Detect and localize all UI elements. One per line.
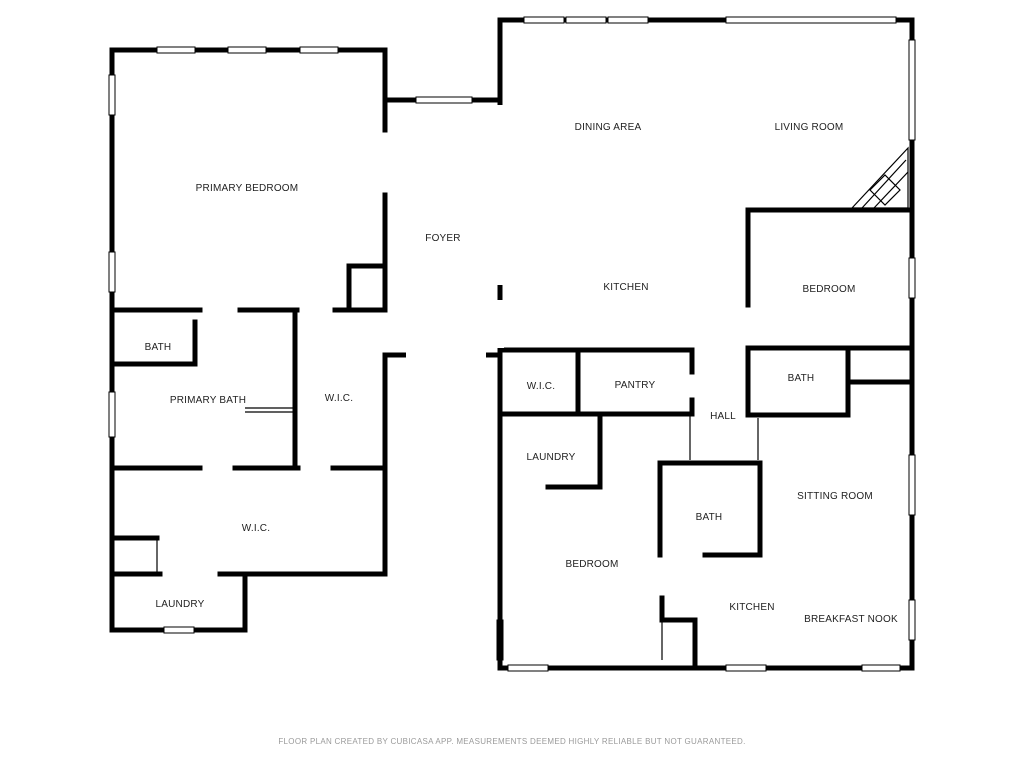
left-wing-outer-wall [109,47,388,633]
room-label-bedroom: BEDROOM [802,284,855,295]
room-label-bath-center: BATH [696,512,723,523]
right-wing-outer-wall [497,17,915,671]
bath-small-wall [109,319,198,367]
room-label-wic: W.I.C. [325,393,353,404]
footer-disclaimer: FLOOR PLAN CREATED BY CUBICASA APP. MEAS… [278,737,746,746]
room-label-wic-lower: W.I.C. [242,523,270,534]
window [415,96,473,104]
openings [406,105,504,359]
right-wing-thin-lines [661,414,759,660]
room-label-primary-bath: PRIMARY BATH [170,395,246,406]
window [227,46,267,54]
room-label-hall: HALL [710,411,736,422]
left-wing-thin-lines [156,407,295,574]
room-label-bath-right: BATH [788,373,815,384]
left-wing-top-wall [109,47,503,103]
right-wing-walls [497,17,915,671]
bath-center-wall [657,460,763,558]
opening [497,300,504,348]
opening [406,352,486,359]
window [163,626,195,634]
window [507,664,549,672]
wic-pantry-top-wall [497,347,695,375]
window [908,599,916,641]
room-label-foyer: FOYER [425,233,460,244]
kitchen-closet-wall [659,595,698,671]
window [725,16,897,24]
window [108,74,116,116]
room-label-primary-bedroom: PRIMARY BEDROOM [196,183,299,194]
room-label-dining-area: DINING AREA [575,122,642,133]
window [607,16,649,24]
room-label-bath: BATH [145,342,172,353]
window [299,46,339,54]
pantry-bottom-wall [575,397,695,417]
room-label-living-room: LIVING ROOM [775,122,844,133]
room-labels: PRIMARY BEDROOM FOYER BATH PRIMARY BATH … [145,122,898,625]
room-label-breakfast-nook: BREAKFAST NOOK [804,614,898,625]
room-label-kitchen: KITCHEN [603,282,648,293]
fireplace-icon [850,146,909,209]
room-label-sitting-room: SITTING ROOM [797,491,873,502]
window [108,391,116,438]
window [725,664,767,672]
window [108,251,116,293]
closet-notch-wall [346,263,388,313]
windows [108,16,916,672]
room-label-bedroom-lower: BEDROOM [565,559,618,570]
room-label-pantry: PANTRY [615,380,656,391]
window [908,257,916,299]
laundry-right-wall [545,411,603,490]
window [908,39,916,141]
opening [497,105,504,285]
window [523,16,565,24]
room-label-laundry: LAUNDRY [155,599,204,610]
window [565,16,607,24]
room-label-wic-right: W.I.C. [527,381,555,392]
window [156,46,196,54]
window [908,454,916,516]
left-wing-walls [109,47,503,633]
room-label-laundry-right: LAUNDRY [526,452,575,463]
room-label-kitchen-lower: KITCHEN [729,602,774,613]
window [861,664,901,672]
